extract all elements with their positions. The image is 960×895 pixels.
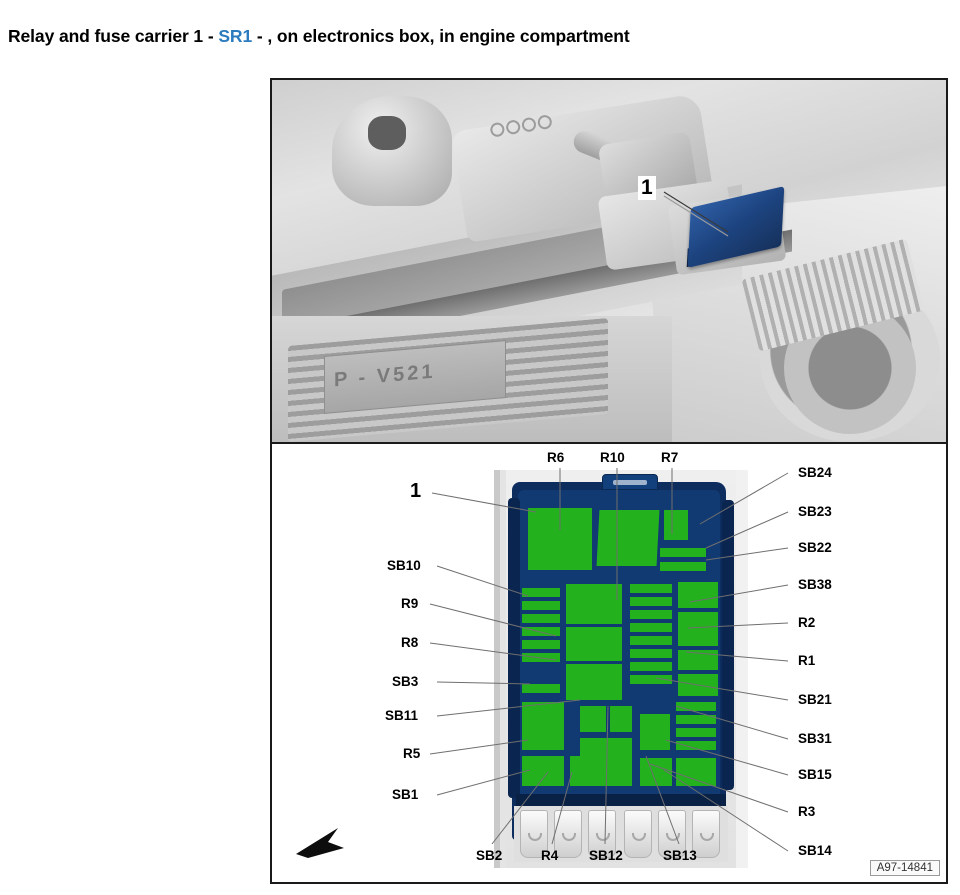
carrier-clip xyxy=(602,474,658,490)
fuse-col-l-6 xyxy=(522,653,560,662)
fuse-sb12 xyxy=(580,738,632,786)
label-sb21: SB21 xyxy=(798,692,832,707)
fuse-col-c-3 xyxy=(630,610,672,619)
carrier-base-bar xyxy=(516,794,726,806)
relay-r4 xyxy=(580,706,606,732)
relay-r7 xyxy=(664,510,688,540)
label-r3: R3 xyxy=(798,804,816,819)
label-sb38: SB38 xyxy=(798,577,832,592)
fuse-sb11 xyxy=(522,684,560,693)
relay-r5 xyxy=(522,702,564,750)
page-title-suffix: - , on electronics box, in engine compar… xyxy=(252,26,630,46)
suspension-strut-tower xyxy=(332,96,452,206)
label-sb24: SB24 xyxy=(798,465,832,480)
label-r4: R4 xyxy=(541,848,559,863)
fuse-col-l-5 xyxy=(522,640,560,649)
relay-r2 xyxy=(678,650,718,670)
relay-r8 xyxy=(566,627,622,661)
label-sb22: SB22 xyxy=(798,540,832,555)
fuse-sb15 xyxy=(676,741,716,750)
diagram-callout-1: 1 xyxy=(410,480,422,502)
label-r1: R1 xyxy=(798,653,816,668)
figure-id: A97-14841 xyxy=(869,860,940,876)
label-r2: R2 xyxy=(798,615,816,630)
photo-callout-1: 1 xyxy=(638,176,656,200)
photo-leader-line xyxy=(663,191,729,237)
fuse-col-c-7 xyxy=(630,662,672,671)
panel-divider xyxy=(272,442,946,444)
fuse-col-l-3 xyxy=(522,614,560,623)
relay-r1 xyxy=(678,674,718,696)
fuse-col-r-3 xyxy=(676,728,716,737)
fuse-sb31 xyxy=(676,702,716,711)
label-sb15: SB15 xyxy=(798,767,832,782)
label-sb23: SB23 xyxy=(798,504,832,519)
label-sb12: SB12 xyxy=(589,848,623,863)
fuse-col-c-8 xyxy=(630,675,672,684)
relay-r3 xyxy=(676,758,716,786)
fuse-col-c-6 xyxy=(630,649,672,658)
fuse-sb10 xyxy=(522,588,560,597)
fuse-col-c-4 xyxy=(630,623,672,632)
fuse-col-c-5 xyxy=(630,636,672,645)
relay-r4b xyxy=(610,706,632,732)
fuse-sb23 xyxy=(660,562,706,571)
label-r5: R5 xyxy=(403,746,421,761)
fuse-sb38 xyxy=(678,612,718,646)
fuse-col-l-4 xyxy=(522,627,560,636)
label-sb2: SB2 xyxy=(476,848,503,863)
relay-carrier-diagram: A97-14841 xyxy=(272,442,946,882)
fuse-sb21 xyxy=(640,714,670,750)
engine-compartment-photo: P - V521 1 xyxy=(272,80,946,442)
label-sb11: SB11 xyxy=(385,708,419,723)
label-sb31: SB31 xyxy=(798,731,832,746)
label-r10: R10 xyxy=(600,450,625,465)
fuse-sb13 xyxy=(640,758,672,786)
component-code-sr1: SR1 xyxy=(218,26,253,46)
relay-r9 xyxy=(566,584,622,624)
fuse-col-l-2 xyxy=(522,601,560,610)
label-sb10: SB10 xyxy=(387,558,421,573)
fuse-col-c-2 xyxy=(630,597,672,606)
direction-of-travel-arrow xyxy=(296,828,344,858)
label-r9: R9 xyxy=(401,596,419,611)
page-title-prefix: Relay and fuse carrier 1 - xyxy=(8,26,219,46)
fuse-col-r-2 xyxy=(676,715,716,724)
relay-r6 xyxy=(528,508,592,570)
fuse-sb24 xyxy=(660,548,706,557)
carrier-lip-right xyxy=(722,500,734,790)
relay-r10-upper xyxy=(596,510,660,566)
label-sb14: SB14 xyxy=(798,843,832,858)
fuse-sb22 xyxy=(678,582,718,608)
fuse-sb1 xyxy=(522,756,564,786)
label-r6: R6 xyxy=(547,450,565,465)
fuse-sb3 xyxy=(566,664,622,700)
strut-shadow xyxy=(368,116,406,150)
fuse-col-c-1 xyxy=(630,584,672,593)
page-title: Relay and fuse carrier 1 - SR1 - , on el… xyxy=(8,26,952,47)
relay-fuse-carrier-housing xyxy=(494,470,748,868)
carrier-lip-left xyxy=(508,498,520,798)
figure-frame: P - V521 1 xyxy=(270,78,948,884)
label-sb1: SB1 xyxy=(392,787,419,802)
label-r8: R8 xyxy=(401,635,419,650)
label-r7: R7 xyxy=(661,450,679,465)
label-sb13: SB13 xyxy=(663,848,697,863)
label-sb3: SB3 xyxy=(392,674,419,689)
